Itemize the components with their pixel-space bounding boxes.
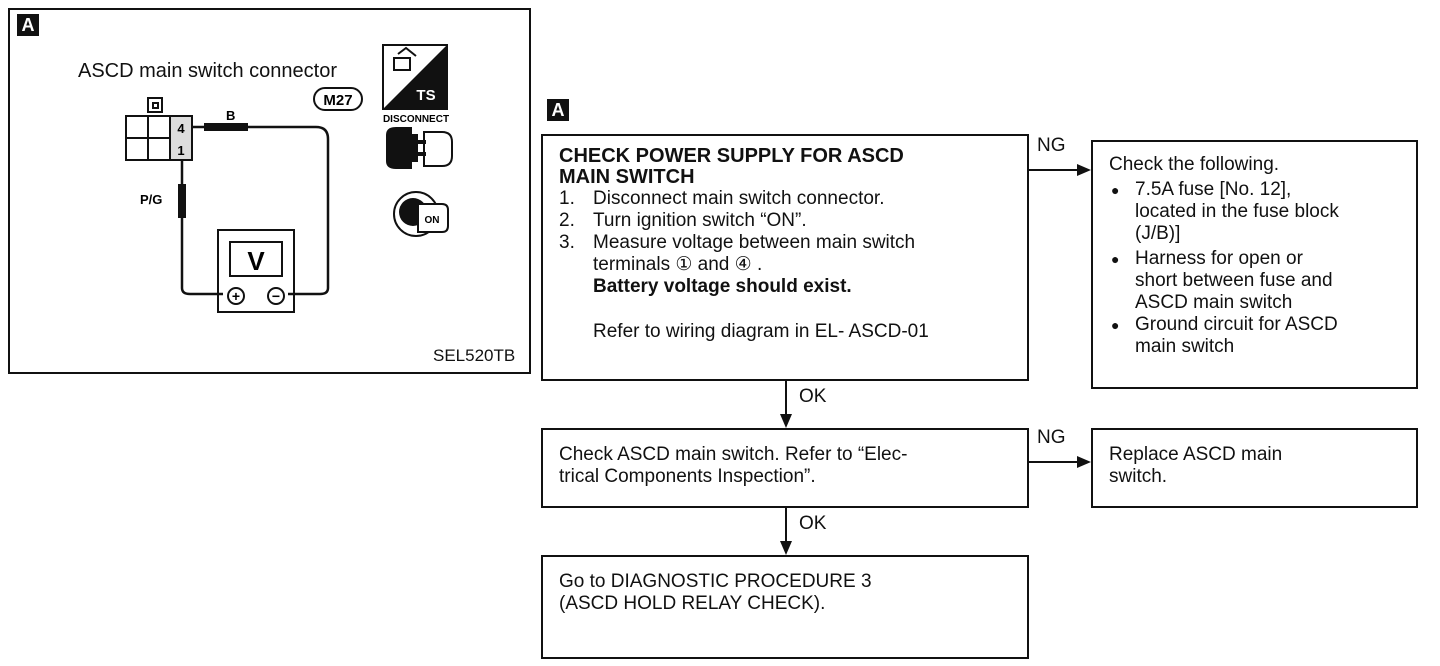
terminal-4-label: 4 [177, 121, 185, 136]
arrowhead-icon [1077, 164, 1091, 176]
figure-badge: A [17, 14, 39, 36]
ignition-on-icon [393, 191, 449, 237]
connector-title: ASCD main switch connector [78, 60, 337, 82]
box2-line2: trical Components Inspection”. [559, 466, 816, 487]
box2-line1: Check ASCD main switch. Refer to “Elec- [559, 444, 908, 465]
bullet-line: Ground circuit for ASCD [1135, 314, 1338, 335]
bullet-line: Harness for open or [1135, 248, 1303, 269]
ng-label-2: NG [1037, 427, 1066, 448]
step-number: 1. [559, 188, 575, 209]
step-3-expected-result: Battery voltage should exist. [593, 276, 852, 297]
voltmeter [217, 229, 295, 313]
bullet-line: ASCD main switch [1135, 292, 1293, 313]
box1-title-line2: MAIN SWITCH [559, 166, 695, 188]
harness-bullet: ● Harness for open or short between fuse… [1109, 248, 1402, 314]
check-power-supply-box: CHECK POWER SUPPLY FOR ASCD MAIN SWITCH … [541, 134, 1029, 381]
arrowhead-icon [780, 541, 792, 555]
bullet-line: 7.5A fuse [No. 12], [1135, 179, 1292, 200]
connector-id-oval [313, 87, 363, 111]
bullet-line: main switch [1135, 336, 1235, 357]
box3-line2: (ASCD HOLD RELAY CHECK). [559, 593, 826, 614]
wire-pg-probe [178, 184, 186, 218]
step-3-terminals: terminals ① and ④ . [593, 254, 763, 275]
replace-main-switch-box: Replace ASCD main switch. [1091, 428, 1418, 508]
connector-block [125, 97, 193, 161]
bullet-line: short between fuse and [1135, 270, 1333, 291]
on-label: ON [425, 215, 440, 226]
ng-box2-line1: Replace ASCD main [1109, 444, 1283, 465]
box1-title-line1: CHECK POWER SUPPLY FOR ASCD [559, 145, 904, 167]
terminal-1-label: 1 [177, 143, 184, 158]
flow-badge: A [547, 99, 569, 121]
wire-b-probe [204, 123, 248, 131]
check-main-switch-box: Check ASCD main switch. Refer to “Elec- … [541, 428, 1029, 508]
figure-code: SEL520TB [433, 346, 516, 365]
connector-wiring-diagram: M27 4 1 B P/G V + − TS DISCONNECT [125, 44, 453, 313]
arrowhead-icon [1077, 456, 1091, 468]
ok-label-1: OK [799, 386, 827, 407]
fuse-bullet: ● 7.5A fuse [No. 12], located in the fus… [1109, 179, 1402, 245]
step-number: 3. [559, 232, 575, 253]
ground-bullet: ● Ground circuit for ASCD main switch [1109, 314, 1402, 358]
step-2: 2. Turn ignition switch “ON”. [559, 210, 1013, 232]
step-number: 2. [559, 210, 575, 231]
box3-line1: Go to DIAGNOSTIC PROCEDURE 3 [559, 571, 872, 592]
connector-id: M27 [323, 92, 352, 109]
ts-icon [382, 44, 448, 110]
ng-box2-line2: switch. [1109, 466, 1168, 487]
disconnect-label: DISCONNECT [383, 114, 449, 125]
step-3: 3. Measure voltage between main switch [559, 232, 1013, 254]
bullet-line: located in the fuse block [1135, 201, 1339, 222]
bullet-dot-icon: ● [1111, 182, 1120, 198]
voltmeter-symbol: V [247, 246, 265, 276]
wiring-diagram-reference: Refer to wiring diagram in EL- ASCD-01 [593, 321, 929, 342]
wire-pg-label: P/G [140, 192, 162, 207]
disconnect-connector-icon [386, 127, 453, 169]
arrowhead-icon [780, 414, 792, 428]
ok-label-2: OK [799, 513, 827, 534]
bullet-line: (J/B)] [1135, 223, 1181, 244]
step-1: 1. Disconnect main switch connector. [559, 188, 1013, 210]
bullet-dot-icon: ● [1111, 251, 1120, 267]
minus-terminal: − [272, 288, 280, 304]
probe-wires [180, 125, 330, 296]
bullet-dot-icon: ● [1111, 317, 1120, 333]
step-text: Disconnect main switch connector. [593, 188, 885, 209]
wire-b-label: B [226, 108, 235, 123]
step-text: Measure voltage between main switch [593, 232, 916, 253]
go-to-procedure-3-box: Go to DIAGNOSTIC PROCEDURE 3 (ASCD HOLD … [541, 555, 1029, 659]
plus-terminal: + [232, 288, 240, 304]
ts-label: TS [416, 87, 435, 104]
check-following-intro: Check the following. [1109, 154, 1280, 175]
check-following-box: Check the following. ● 7.5A fuse [No. 12… [1091, 140, 1418, 389]
ng-label-1: NG [1037, 135, 1066, 156]
step-text: Turn ignition switch “ON”. [593, 210, 807, 231]
